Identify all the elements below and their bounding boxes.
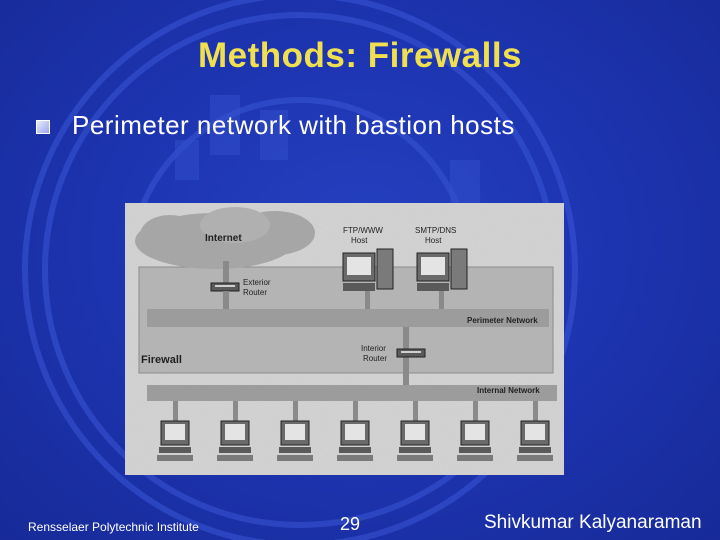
slide-title: Methods: Firewalls xyxy=(197,36,523,75)
footer-page-number: 29 xyxy=(340,514,361,534)
internal-workstation xyxy=(157,401,193,461)
smtp-dns-host xyxy=(416,248,468,291)
bullet-text: Perimeter network with bastion hosts xyxy=(72,110,515,140)
interior-router-label-1: Interior xyxy=(361,344,386,353)
internal-workstation xyxy=(277,401,313,461)
internal-workstation xyxy=(457,401,493,461)
exterior-router-label-2: Router xyxy=(243,288,267,297)
perimeter-network-label: Perimeter Network xyxy=(467,316,538,325)
internal-workstation xyxy=(337,401,373,461)
internal-network-bar xyxy=(147,385,557,401)
host-1-label-1: FTP/WWW xyxy=(343,226,383,235)
footer-institution: Rensselaer Polytechnic Institute xyxy=(28,520,199,534)
firewall-diagram: Internet Exterior Router Perimeter Netwo… xyxy=(125,203,564,475)
interior-router-label-2: Router xyxy=(363,354,387,363)
host-2-label-2: Host xyxy=(425,236,442,245)
internal-workstation xyxy=(397,401,433,461)
cloud-label: Internet xyxy=(205,233,242,244)
ftp-www-host xyxy=(342,248,394,291)
interior-router xyxy=(396,348,426,358)
internal-workstation xyxy=(217,401,253,461)
footer-author: Shivkumar Kalyanaraman xyxy=(484,512,702,533)
internal-workstation xyxy=(517,401,553,461)
internet-cloud xyxy=(135,207,315,269)
host-1-label-2: Host xyxy=(351,236,368,245)
exterior-router-label-1: Exterior xyxy=(243,278,271,287)
perimeter-network-bar xyxy=(147,309,549,327)
internal-network-label: Internal Network xyxy=(477,386,540,395)
exterior-router xyxy=(210,282,240,292)
bullet-checkbox-icon xyxy=(36,120,50,134)
host-2-label-1: SMTP/DNS xyxy=(415,226,456,235)
internal-hosts xyxy=(157,401,553,461)
firewall-label: Firewall xyxy=(141,354,182,366)
